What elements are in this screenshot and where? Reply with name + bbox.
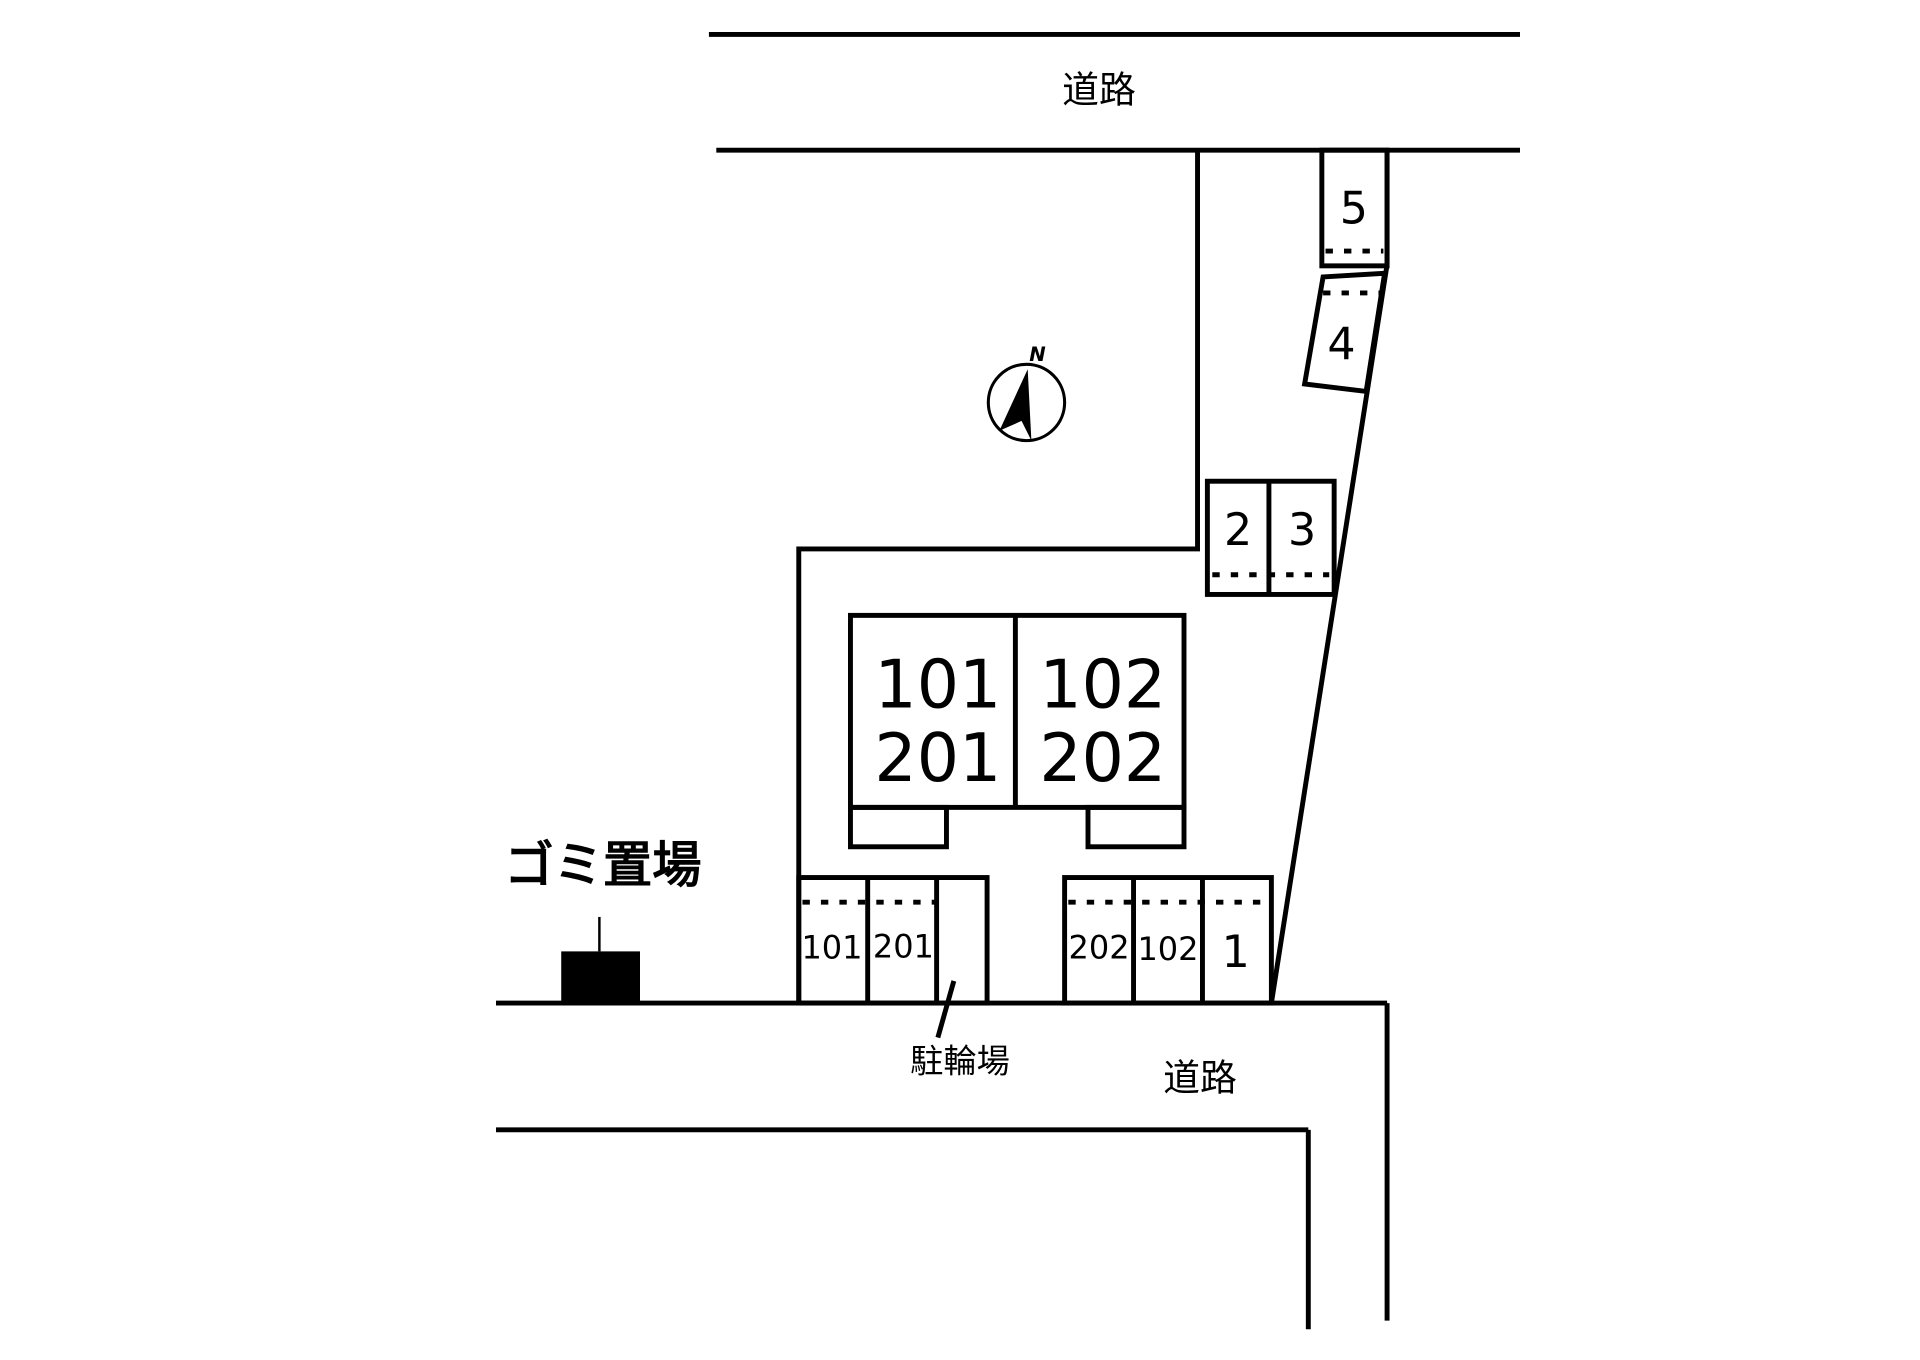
bottom-road-label: 道路 xyxy=(1163,1057,1237,1100)
balcony-left xyxy=(848,804,949,850)
garbage-label: ゴミ置場 xyxy=(505,836,702,894)
unit-label: 202 xyxy=(1039,719,1166,797)
parking-label: 201 xyxy=(873,927,934,965)
north-label: N xyxy=(1029,343,1046,366)
parking-label: 101 xyxy=(801,929,862,967)
garbage-area: ゴミ置場 xyxy=(505,836,702,1004)
building: 101 201 102 202 xyxy=(848,612,1187,850)
parking-label: 3 xyxy=(1288,505,1316,556)
bicycle-parking-label: 駐輪場 xyxy=(910,1041,1010,1080)
parking-space-4: 4 xyxy=(1301,270,1388,395)
balcony-right xyxy=(1085,804,1187,850)
parking-label: 4 xyxy=(1327,319,1355,370)
top-road: 道路 xyxy=(708,32,1520,153)
parking-spaces-2-3: 2 3 xyxy=(1204,478,1337,597)
unit-label: 201 xyxy=(874,719,1001,797)
parking-bottom-left: 101 201 xyxy=(796,875,990,1006)
bottom-road: 道路 xyxy=(496,1000,1390,1330)
top-road-label: 道路 xyxy=(1062,68,1136,111)
parking-label: 5 xyxy=(1340,184,1368,235)
bicycle-parking-callout: 駐輪場 xyxy=(910,980,1010,1080)
parking-label: 2 xyxy=(1224,505,1252,556)
unit-label: 101 xyxy=(874,645,1001,723)
unit-label: 102 xyxy=(1039,645,1166,723)
north-arrow-icon: N xyxy=(986,343,1067,443)
parking-bottom-right: 202 102 1 xyxy=(1062,875,1274,1006)
parking-label: 1 xyxy=(1222,927,1250,978)
parking-label: 202 xyxy=(1069,929,1130,967)
parking-space-5: 5 xyxy=(1319,147,1390,269)
parking-label: 102 xyxy=(1137,930,1198,968)
